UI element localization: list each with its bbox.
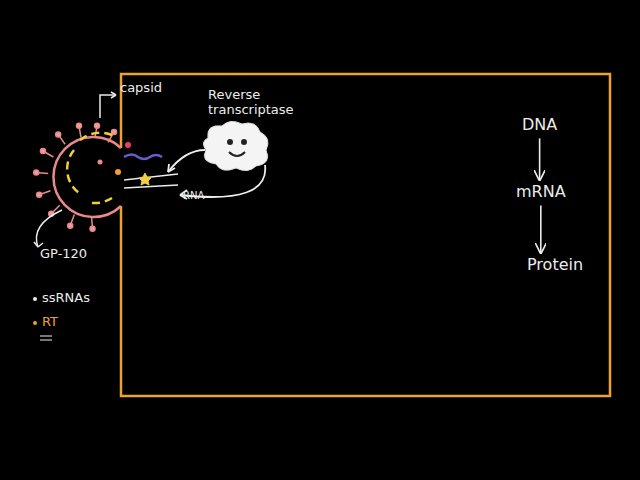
leader-line (34, 92, 116, 247)
bullet (33, 321, 37, 325)
node-text: mRNA (516, 183, 566, 201)
cell-membrane (121, 74, 610, 396)
node-text: DNA (522, 116, 557, 134)
enzyme-node: Reverse transcriptase (208, 88, 318, 174)
node-heading: Reverse transcriptase (208, 88, 318, 118)
process-text: mRNA (516, 183, 566, 201)
part-label: RT (42, 314, 58, 329)
rna-strand (124, 173, 178, 188)
part-label: capsid (120, 80, 162, 95)
enzyme-blob (196, 118, 276, 174)
part-label: RNA (183, 190, 204, 201)
underline (40, 336, 52, 340)
process-text: DNA (522, 116, 557, 134)
flow-arrow (539, 138, 541, 180)
part-label: GP-120 (40, 246, 87, 261)
process-text: Protein (527, 256, 583, 274)
part-label: ssRNAs (42, 290, 90, 305)
node-text: Protein (527, 256, 583, 274)
bullet (33, 297, 37, 301)
flow-arrow (540, 205, 542, 253)
